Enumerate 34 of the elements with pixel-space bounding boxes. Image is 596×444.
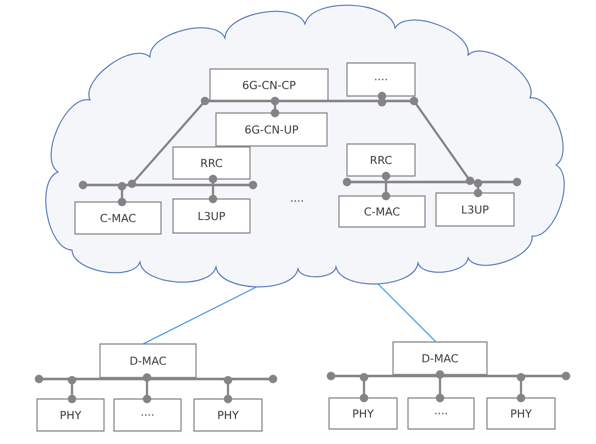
connector-line — [208, 174, 218, 204]
ellipsis-label: .... — [291, 200, 303, 202]
connector-line — [68, 376, 76, 404]
connector-line — [516, 373, 526, 402]
function-box: L3UP — [435, 192, 515, 227]
function-box: 6G-CN-UP — [215, 112, 328, 147]
connector-line — [436, 370, 444, 402]
function-box: PHY — [36, 398, 105, 432]
link-line — [377, 283, 436, 342]
connector-line — [118, 182, 126, 206]
connector-line — [410, 96, 474, 185]
connector-line — [474, 179, 482, 198]
function-box: PHY — [328, 397, 398, 430]
connector-line — [224, 376, 232, 404]
function-box: .... — [113, 398, 182, 432]
function-box: 6G-CN-CP — [209, 68, 329, 102]
function-box: C-MAC — [74, 201, 162, 235]
function-box: .... — [346, 62, 416, 97]
function-box: .... — [407, 397, 475, 430]
connector-line — [378, 92, 386, 106]
function-box: D-MAC — [99, 343, 197, 378]
function-box: L3UP — [172, 198, 251, 234]
connector-line — [142, 373, 152, 404]
function-box: D-MAC — [392, 341, 488, 376]
function-box: RRC — [172, 146, 251, 180]
connector-line — [270, 96, 280, 118]
function-box: RRC — [346, 143, 416, 177]
connector-line — [128, 96, 210, 188]
connector-line — [360, 373, 368, 402]
function-box: PHY — [486, 397, 556, 430]
function-box: C-MAC — [338, 195, 426, 228]
link-line — [142, 286, 258, 344]
connector-line — [382, 172, 390, 200]
function-box: PHY — [193, 398, 263, 432]
